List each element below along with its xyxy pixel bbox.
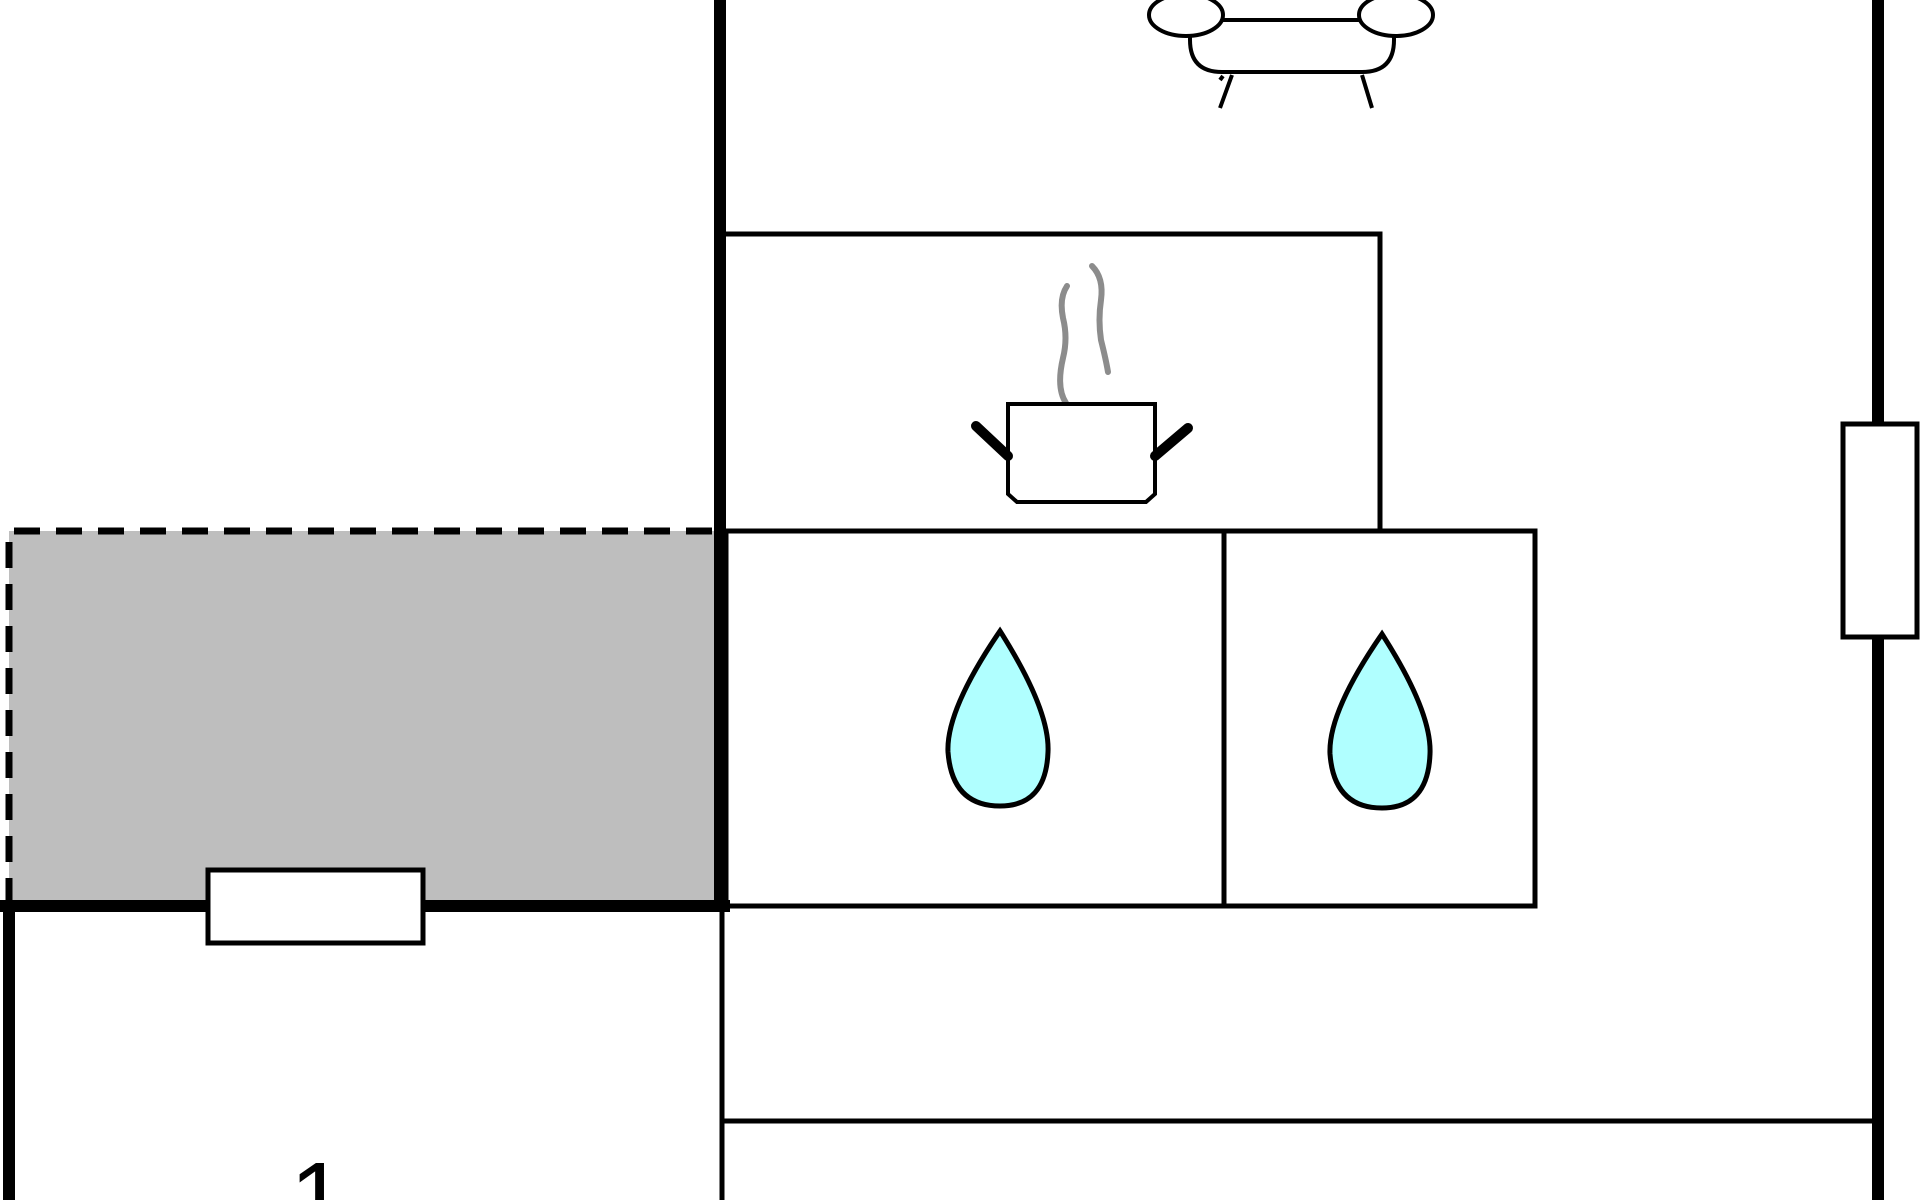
sofa-icon [1147,0,1435,109]
interior-walls [719,231,1875,1200]
window-right [1840,421,1920,640]
windows [205,421,1920,946]
terrace-area [9,531,719,904]
kitchen-counter-outline [726,231,1383,531]
terrace [5,527,719,904]
water-drop-icon [1327,629,1433,811]
window-terrace [205,867,426,946]
room-number-label: 1 [290,1142,346,1200]
water-drop-icon [945,626,1051,809]
terrace-dashed-border [5,527,719,904]
cooking-pot-icon [971,263,1193,504]
bathroom-2 [1221,528,1538,909]
